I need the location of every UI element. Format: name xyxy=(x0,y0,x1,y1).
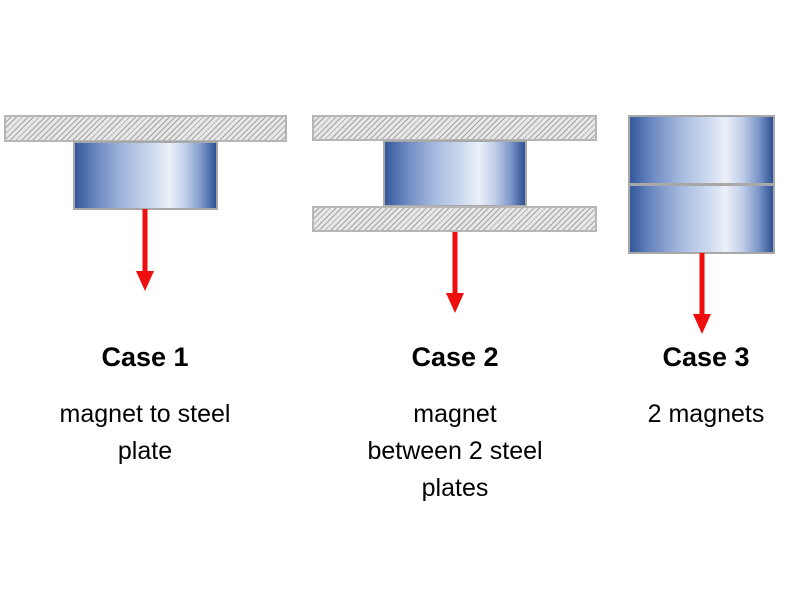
steel-plate-bottom xyxy=(312,206,597,232)
case-description: magnet to steel plate xyxy=(59,400,231,465)
case-description: 2 magnets xyxy=(647,400,765,428)
magnet-bottom xyxy=(628,184,775,254)
case-title: Case 2 xyxy=(411,342,499,372)
case-title: Case 1 xyxy=(101,342,189,372)
magnet xyxy=(73,141,218,210)
force-arrow-down xyxy=(693,253,711,334)
case-description: magnet between 2 steel plates xyxy=(367,400,543,502)
steel-plate xyxy=(4,115,287,142)
case-title: Case 3 xyxy=(662,342,750,372)
magnet-top xyxy=(628,115,775,185)
steel-plate-top xyxy=(312,115,597,141)
arrow-head-icon xyxy=(136,271,154,291)
arrow-shaft xyxy=(699,253,705,315)
magnet xyxy=(383,140,527,207)
arrow-shaft xyxy=(452,232,458,294)
arrow-shaft xyxy=(142,209,148,272)
force-arrow-down xyxy=(446,232,464,313)
arrow-head-icon xyxy=(446,293,464,313)
force-arrow-down xyxy=(136,209,154,291)
arrow-head-icon xyxy=(693,314,711,334)
